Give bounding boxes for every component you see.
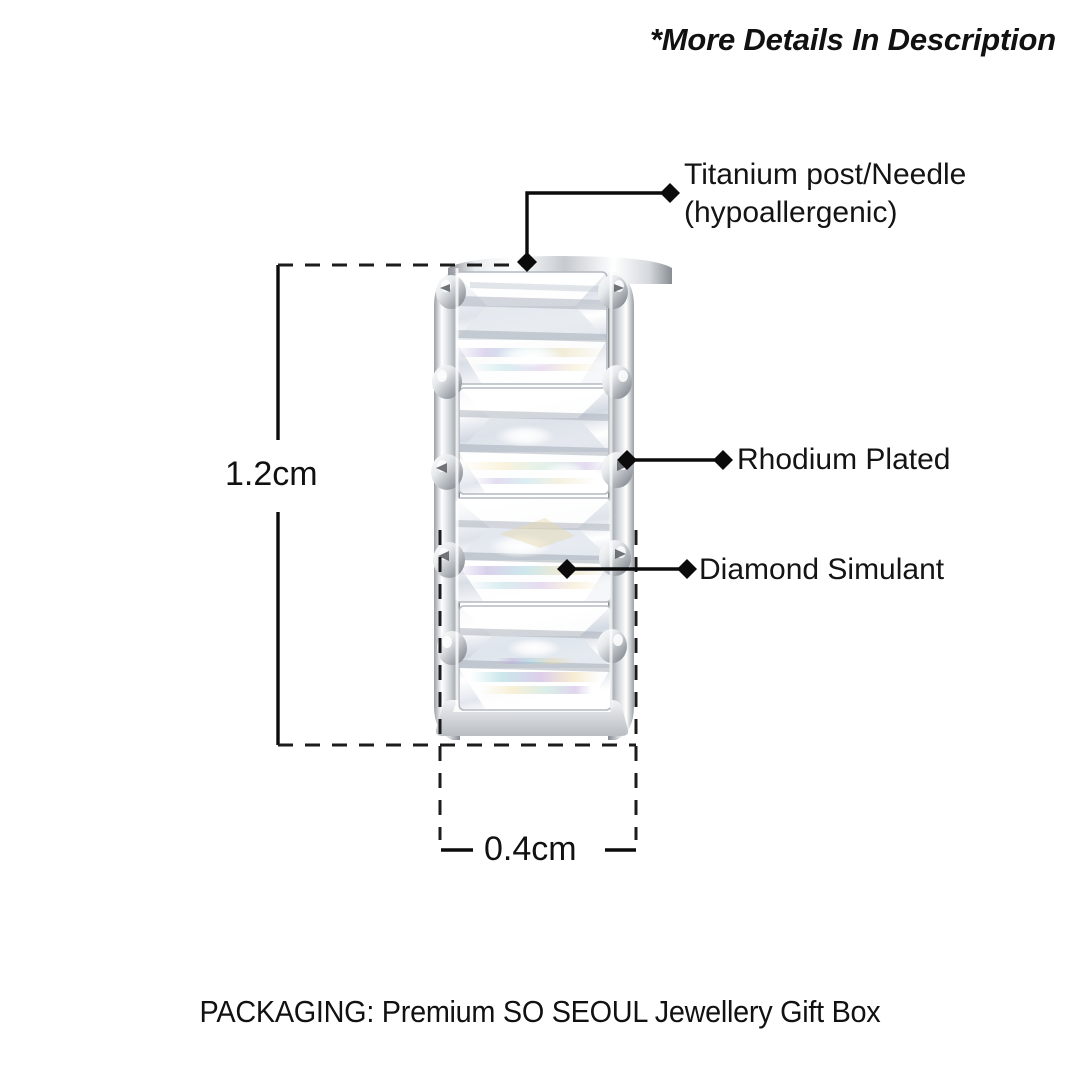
packaging-text: PACKAGING: Premium SO SEOUL Jewellery Gi… <box>199 994 881 1029</box>
crystal-stone-2 <box>458 387 610 495</box>
crystal-stone-1 <box>454 271 608 385</box>
callout-label-titanium: Titanium post/Needle (hypoallergenic) <box>684 158 967 229</box>
crystal-stone-3 <box>454 497 612 603</box>
callout-label-diamond-simulant: Diamond Simulant <box>699 553 945 586</box>
callout-label-rhodium: Rhodium Plated <box>737 443 951 476</box>
dimension-label-height: 1.2cm <box>225 455 318 493</box>
dimension-label-width: 0.4cm <box>484 830 577 868</box>
more-details-note: *More Details In Description <box>649 22 1056 57</box>
crystal-stone-4 <box>458 605 612 711</box>
